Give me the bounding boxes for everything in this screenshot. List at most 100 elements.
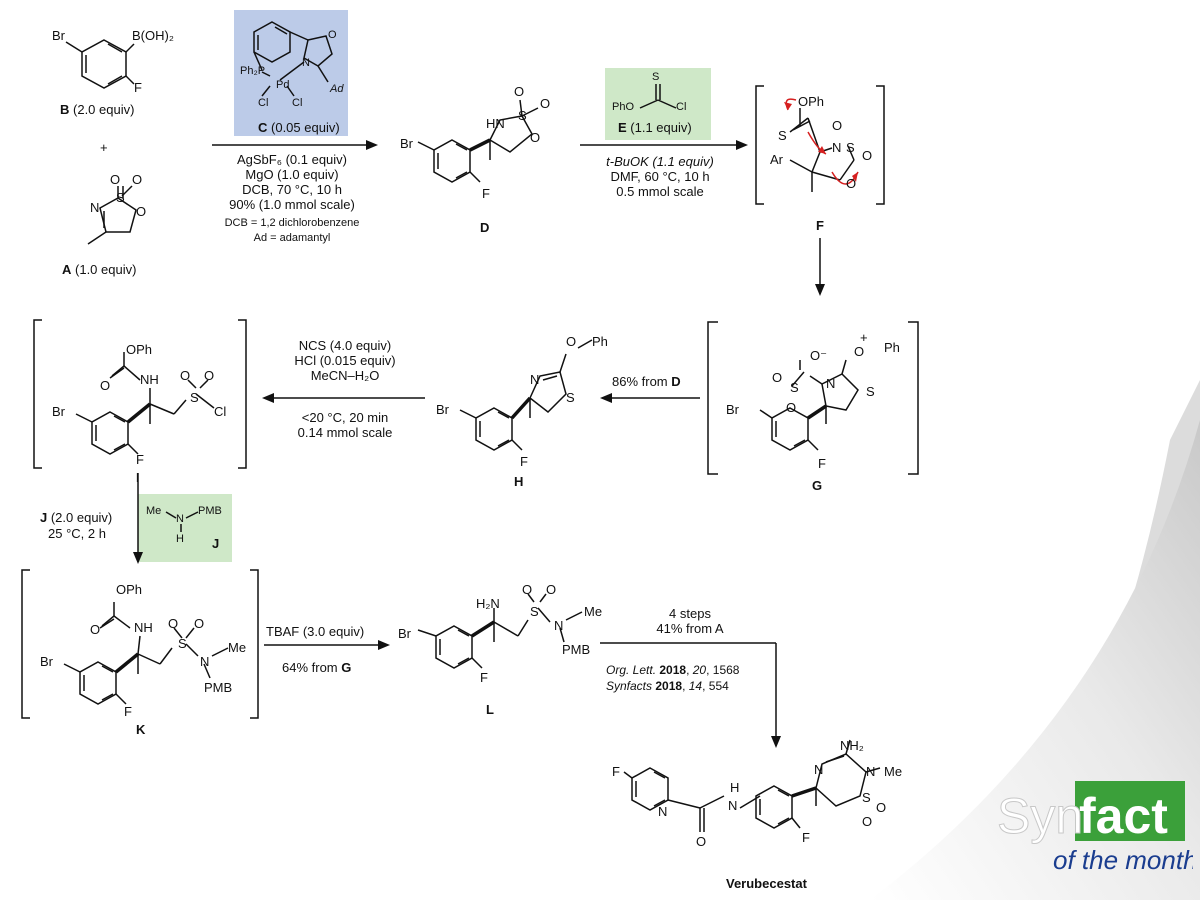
atom-me: Me (884, 764, 903, 779)
atom-s: S (178, 636, 187, 651)
atom-br: Br (400, 136, 413, 151)
atom-o: O (100, 378, 111, 393)
atom-s: S (530, 604, 539, 619)
atom-f: F (134, 80, 142, 95)
compound-h-structure (459, 339, 593, 451)
atom-pmb: PMB (562, 642, 591, 657)
compound-e-label: E (618, 120, 627, 135)
atom-f: F (520, 454, 528, 469)
atom-s: S (652, 71, 660, 83)
atom-pho: PhO (612, 101, 635, 113)
catalyst-c-structure (253, 21, 333, 97)
atom-o: O (846, 176, 857, 191)
ref-journal: Synfacts (606, 679, 653, 693)
compound-e-equiv: (1.1 equiv) (630, 120, 692, 135)
atom-n: N (302, 57, 310, 69)
atom-o: O (132, 172, 143, 187)
yield-ref: G (341, 660, 352, 675)
atom-o: O (530, 130, 541, 145)
compound-k-structure (63, 602, 229, 705)
condition-line: 0.14 mmol scale (297, 425, 393, 440)
page-curl (870, 380, 1200, 900)
compound-i-structure (75, 352, 215, 455)
compound-g-structure (759, 359, 859, 451)
atom-o: O (514, 84, 525, 99)
note-line: Ad = adamantyl (253, 232, 331, 244)
step-1-conditions: AgSbF₆ (0.1 equiv) MgO (1.0 equiv) DCB, … (212, 152, 372, 246)
atom-s: S (566, 390, 575, 405)
bracket-i (33, 319, 247, 469)
reagent-e-caption: E (1.1 equiv) (618, 120, 692, 135)
atom-br: Br (726, 402, 739, 417)
atom-br: Br (398, 626, 411, 641)
step-2-conditions: t-BuOK (1.1 equiv) DMF, 60 °C, 10 h 0.5 … (580, 154, 740, 199)
step-6-reagent: TBAF (3.0 equiv) (266, 624, 365, 639)
plus-sign: + (100, 140, 108, 155)
atom-br: Br (52, 404, 65, 419)
atom-s: S (518, 108, 527, 123)
atom-n: N (826, 376, 836, 391)
compound-b-structure (65, 39, 135, 89)
atom-f: F (482, 186, 490, 201)
condition-text: t-BuOK (1.1 equiv) (606, 154, 714, 169)
ref-year: 2018 (659, 663, 687, 677)
atom-n: N (200, 654, 210, 669)
yield-text: 86% from (612, 374, 672, 389)
synfacts-logo-art: Syn fact of the month (997, 781, 1198, 875)
atom-s: S (790, 380, 799, 395)
condition-line: MgO (1.0 equiv) (245, 167, 339, 182)
atom-n: N (530, 372, 540, 387)
atom-o: O (110, 172, 121, 187)
condition-line: <20 °C, 20 min (301, 410, 389, 425)
atom-cl: Cl (258, 97, 269, 109)
compound-h-label: H (514, 474, 524, 489)
atom-o: O (772, 370, 783, 385)
reference-line: Org. Lett. 2018, 20, 1568 (606, 663, 740, 677)
compound-b-label: B (60, 102, 70, 117)
compound-d-structure (417, 99, 539, 183)
svg-text:fact: fact (1079, 788, 1168, 844)
atom-s: S (190, 390, 199, 405)
reagent-j-structure (165, 511, 199, 532)
atom-o: O (832, 118, 843, 133)
compound-d-label: D (480, 220, 490, 235)
ref-year: 2018 (655, 679, 683, 693)
atom-nh: NH (134, 620, 153, 635)
atom-s: S (846, 140, 855, 155)
svg-text:Syn: Syn (997, 788, 1083, 844)
atom-o: O (696, 834, 707, 849)
atom-f: F (480, 670, 488, 685)
atom-br: Br (40, 654, 53, 669)
atom-nh2: NH₂ (840, 738, 864, 753)
atom-br: Br (52, 28, 65, 43)
atom-n: N (728, 798, 738, 813)
yield-ref: D (671, 374, 681, 389)
atom-plus: + (860, 330, 868, 345)
atom-cl: Cl (292, 97, 303, 109)
reagent-e-box (605, 68, 711, 140)
step-5-conditions: 25 °C, 2 h (48, 526, 106, 541)
atom-o: O (204, 368, 215, 383)
step-7-references: Org. Lett. 2018, 20, 1568 Synfacts 2018,… (606, 662, 739, 694)
atom-ad: Ad (330, 83, 344, 95)
atom-n: N (814, 762, 824, 777)
step-3-yield: 86% from D (612, 374, 681, 389)
atom-f: F (802, 830, 810, 845)
atom-n: N (554, 618, 564, 633)
note-line: DCB = 1,2 dichlorobenzene (224, 217, 360, 229)
atom-n: N (658, 804, 668, 819)
condition-line: t-BuOK (1.1 equiv) (580, 154, 740, 169)
step-6-yield: 64% from G (282, 660, 351, 675)
compound-l-structure (417, 593, 583, 669)
reagent-ref: J (40, 510, 48, 525)
step-5-reagent: J (2.0 equiv) (40, 510, 112, 525)
step-4-conditions: <20 °C, 20 min 0.14 mmol scale (270, 410, 420, 440)
atom-h: H (730, 780, 740, 795)
atom-f: F (612, 764, 620, 779)
verubecestat-structure (623, 739, 881, 832)
atom-f: F (818, 456, 826, 471)
atom-f: F (124, 704, 132, 719)
atom-ph: Ph (884, 340, 900, 355)
atom-ph2p: Ph₂P (240, 65, 266, 77)
